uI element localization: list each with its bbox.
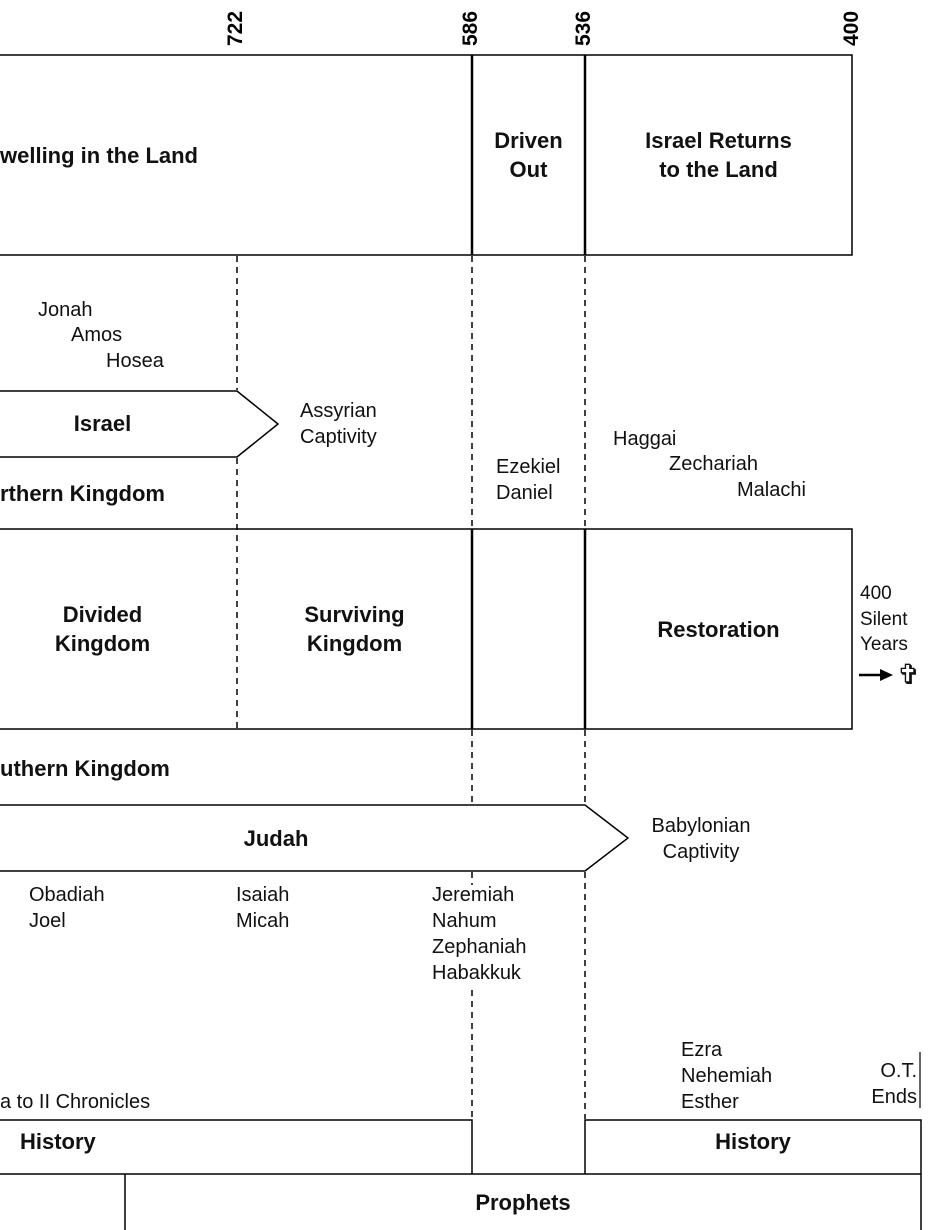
prophets-box: [124, 1174, 922, 1230]
era-band-outline: [0, 54, 853, 256]
kingdom-israel: Israel: [73, 411, 132, 436]
prophets-isaiah-micah: Isaiah Micah: [236, 884, 290, 932]
year-586: 586: [459, 10, 482, 46]
prophet-jonah: Jonah: [38, 299, 93, 321]
judah-arrow: [0, 804, 630, 872]
assyrian-captivity: Assyrian Captivity: [300, 400, 377, 448]
era-returns: Israel Returns to the Land: [645, 128, 792, 182]
history-left-box: [0, 1119, 473, 1174]
prophet-zechariah: Zechariah: [669, 453, 758, 475]
silent-years: 400 Silent Years: [860, 583, 908, 655]
history-right-box: [584, 1119, 922, 1174]
period-surviving: Surviving Kingdom: [304, 602, 405, 656]
year-536: 536: [572, 10, 595, 46]
ot-ends: O.T. Ends: [871, 1060, 917, 1108]
history-right-label: History: [715, 1129, 791, 1154]
kingdom-judah: Judah: [243, 826, 309, 851]
era-dwelling: welling in the Land: [0, 143, 198, 168]
prophet-malachi: Malachi: [737, 479, 806, 501]
era-driven-out: Driven Out: [494, 128, 563, 182]
northern-kingdom-label: rthern Kingdom: [0, 481, 165, 506]
history-left-label: History: [20, 1129, 96, 1154]
year-400: 400: [840, 10, 863, 46]
israel-arrow: [0, 390, 280, 458]
arrow-head: [880, 669, 893, 681]
prophets-obadiah-joel: Obadiah Joel: [29, 884, 105, 932]
period-band-outline: [0, 528, 853, 730]
babylonian-captivity: Babylonian Captivity: [651, 815, 751, 863]
prophet-haggai: Haggai: [613, 428, 677, 450]
later-history-books: Ezra Nehemiah Esther: [681, 1039, 773, 1113]
prophet-amos: Amos: [71, 324, 123, 346]
prophet-hosea: Hosea: [106, 350, 164, 372]
cross-icon: ✞: [897, 659, 921, 690]
prophets-jeremiah-group: Jeremiah Nahum Zephaniah Habakkuk: [432, 884, 527, 984]
exile-prophets: Ezekiel Daniel: [496, 456, 561, 504]
southern-kingdom-label: uthern Kingdom: [0, 756, 170, 781]
year-722: 722: [224, 10, 247, 46]
period-divided: Divided Kingdom: [54, 602, 151, 656]
history-span: a to II Chronicles: [0, 1091, 151, 1113]
prophets-label: Prophets: [475, 1190, 571, 1215]
period-restoration: Restoration: [657, 617, 780, 642]
